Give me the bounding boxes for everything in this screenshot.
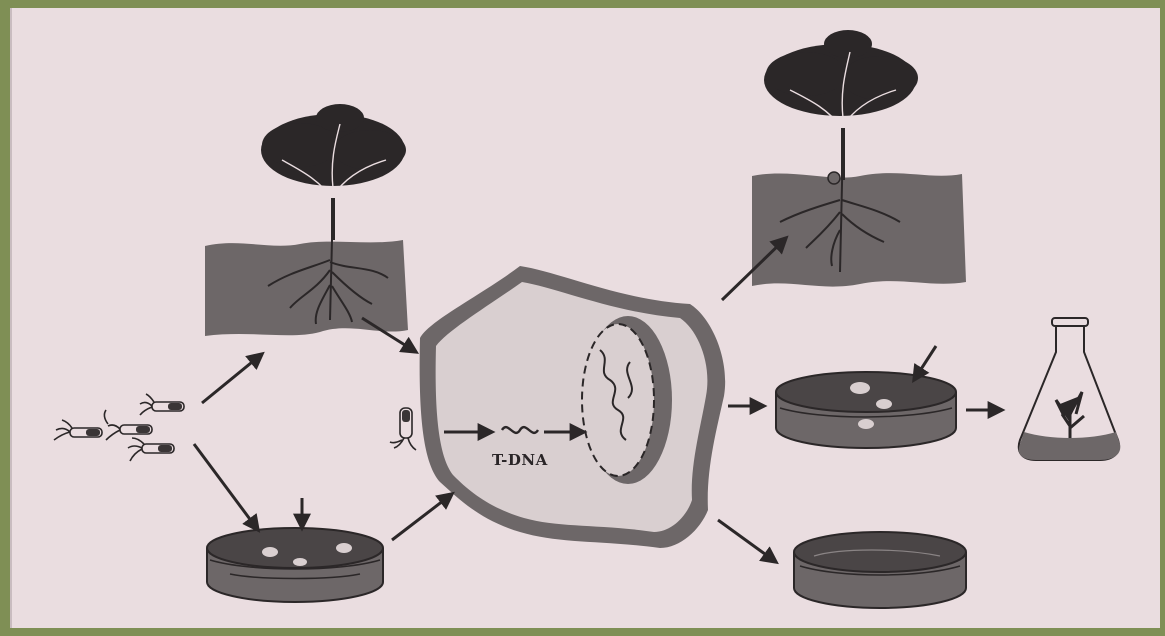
control-dish-icon: [794, 532, 966, 608]
nucleus-icon: [582, 316, 672, 484]
tdna-label: T-DNA: [492, 451, 548, 469]
tree-icon: [205, 104, 408, 336]
regeneration-dish-icon: [776, 372, 956, 448]
flask-icon: [1019, 318, 1121, 460]
bacterium-3: [140, 394, 184, 415]
bacterium-4: [128, 438, 174, 461]
soil-block-2: [752, 173, 966, 286]
transformed-tree-icon: [752, 30, 966, 287]
arrow-icon: [194, 444, 258, 530]
arrow-icon: [718, 520, 776, 562]
bacterium-1: [54, 420, 102, 440]
soil-block: [205, 240, 408, 336]
arrow-icon: [202, 354, 262, 403]
agrobacterium-icon: [54, 394, 184, 461]
petri-dish-icon: [207, 528, 383, 602]
bacterium-2: [104, 410, 152, 440]
attached-bacterium-icon: [390, 408, 416, 450]
arrow-icon: [392, 494, 452, 540]
plant-cell-icon: T-DNA: [420, 266, 726, 548]
arrow-icon: [914, 346, 936, 380]
